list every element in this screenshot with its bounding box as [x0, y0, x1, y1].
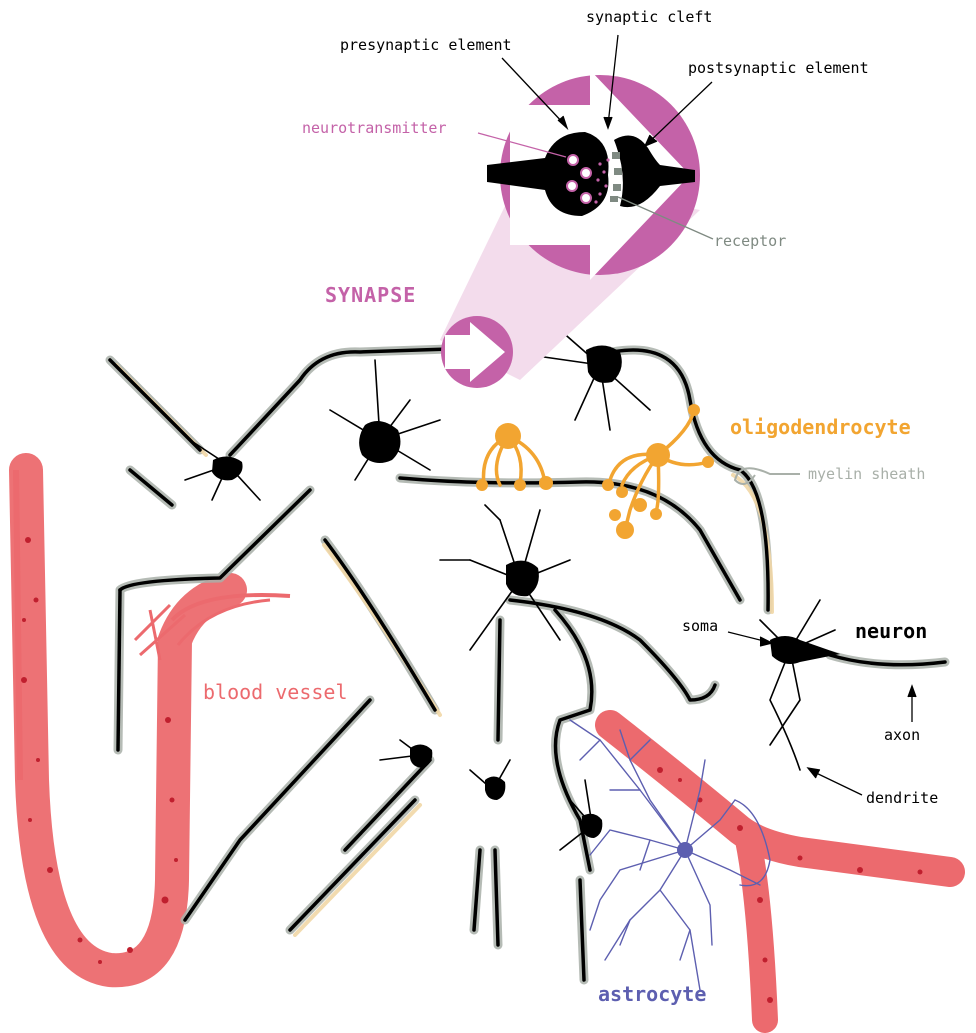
postsynaptic-element-label: postsynaptic element [688, 59, 869, 77]
myelin-sheath-label: myelin sheath [808, 465, 925, 483]
synapse-label: SYNAPSE [325, 283, 416, 307]
oligodendrocyte-label: oligodendrocyte [730, 415, 911, 439]
neuron-label: neuron [855, 619, 927, 643]
blood-vessel-right [610, 725, 950, 1020]
synapse-marker [441, 316, 513, 388]
astrocyte-label: astrocyte [598, 982, 706, 1006]
blood-vessel-label: blood vessel [203, 680, 348, 704]
dendrite-label: dendrite [866, 789, 938, 807]
presynaptic-element-label: presynaptic element [340, 36, 512, 54]
synapse-callout [440, 70, 700, 388]
synaptic-cleft-label: synaptic cleft [586, 8, 712, 26]
neurotransmitter-label: neurotransmitter [302, 119, 447, 137]
oligodendrocytes [476, 404, 714, 539]
receptor-label: receptor [714, 232, 786, 250]
axon-label: axon [884, 726, 920, 744]
soma-label: soma [682, 617, 718, 635]
